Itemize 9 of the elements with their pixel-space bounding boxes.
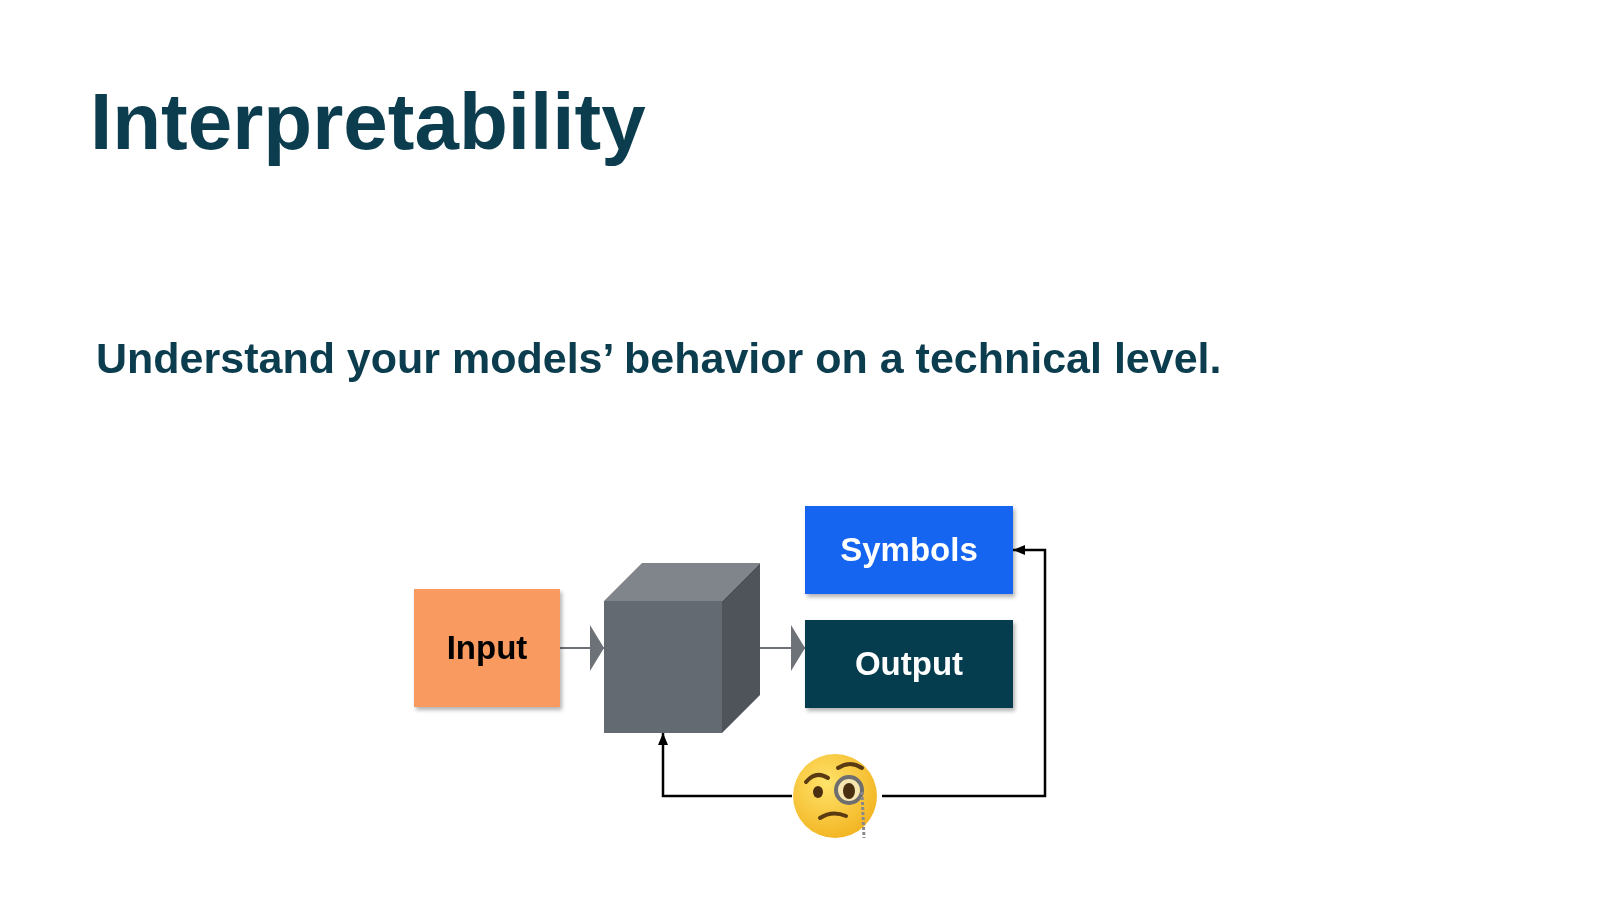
input-box: Input — [414, 589, 560, 707]
chevron-arrow — [559, 625, 605, 671]
symbols-box: Symbols — [805, 506, 1013, 594]
arrow — [658, 733, 792, 798]
arrow — [882, 545, 1047, 798]
output-box: Output — [805, 620, 1013, 708]
chevron-arrow — [759, 625, 806, 671]
slide-title: Interpretability — [90, 78, 646, 166]
subtitle: Understand your models’ behavior on a technical level. — [96, 334, 1222, 383]
